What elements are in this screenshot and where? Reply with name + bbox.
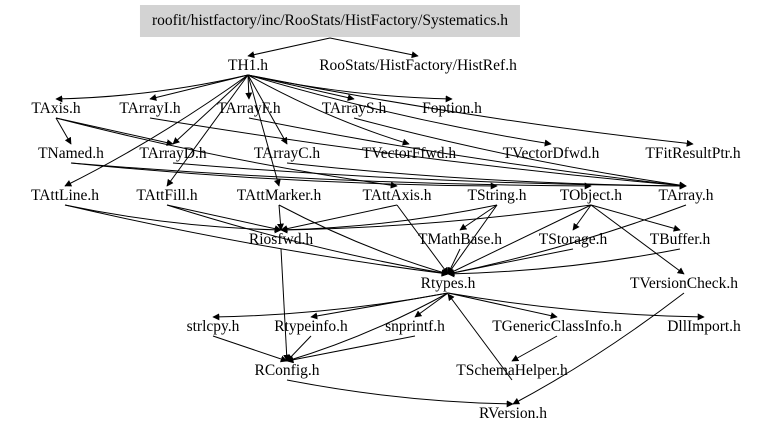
- edge-th1-to-tattline: [64, 74, 249, 187]
- node-th1[interactable]: TH1.h: [227, 57, 269, 74]
- node-rtypes[interactable]: Rtypes.h: [420, 275, 476, 292]
- edge-tarrayf-to-tarray: [248, 117, 687, 189]
- edge-tstring-to-tmathbase: [459, 204, 498, 231]
- node-tarrayi[interactable]: TArrayI.h: [119, 100, 181, 117]
- edge-tobject-to-tbuffer: [590, 204, 681, 232]
- node-tversioncheck[interactable]: TVersionCheck.h: [629, 275, 739, 292]
- edge-tnamed-to-tobject: [70, 162, 592, 190]
- node-tattmarker[interactable]: TAttMarker.h: [236, 187, 322, 204]
- node-rtypeinfo[interactable]: Rtypeinfo.h: [274, 318, 348, 335]
- node-tarrayf[interactable]: TArrayF.h: [217, 100, 281, 117]
- node-tattaxis[interactable]: TAttAxis.h: [362, 187, 432, 204]
- edge-taxis-to-tarrayd: [55, 117, 174, 147]
- edge-tobject-to-tversioncheck: [590, 204, 685, 275]
- node-rconfig[interactable]: RConfig.h: [254, 362, 320, 379]
- edge-rtypes-to-rtypeinfo: [310, 292, 449, 320]
- node-taxis[interactable]: TAxis.h: [31, 100, 81, 117]
- edge-rtypes-to-dllimport: [447, 292, 705, 321]
- edge-tattline-to-rtypes: [64, 204, 449, 277]
- edge-sys-to-histref: [329, 37, 419, 59]
- node-foption[interactable]: Foption.h: [422, 100, 482, 117]
- edge-tattmarker-to-rtypes: [278, 204, 449, 276]
- edge-tbuffer-to-rtypes: [447, 248, 681, 278]
- edge-tattmarker-to-riosfwd: [277, 204, 284, 231]
- edge-tobject-to-riosfwd: [280, 204, 592, 234]
- edge-th1-to-tattfill: [166, 74, 249, 187]
- edge-th1-to-tfitresult: [247, 74, 694, 147]
- node-tattfill[interactable]: TAttFill.h: [136, 187, 198, 204]
- edge-tarrayi-to-tarray: [149, 117, 687, 189]
- node-dllimport[interactable]: DllImport.h: [667, 318, 741, 335]
- edge-tattaxis-to-riosfwd: [280, 204, 398, 233]
- node-riosfwd[interactable]: Riosfwd.h: [248, 231, 314, 248]
- node-tattline[interactable]: TAttLine.h: [30, 187, 100, 204]
- edge-th1-to-tattmarker: [247, 74, 281, 187]
- edge-tattfill-to-riosfwd: [166, 204, 282, 233]
- node-tstorage[interactable]: TStorage.h: [538, 231, 608, 248]
- node-tobject[interactable]: TObject.h: [559, 187, 623, 204]
- edge-th1-to-tvectord: [247, 74, 552, 147]
- node-tschema[interactable]: TSchemaHelper.h: [456, 362, 568, 379]
- edge-rtypes-to-snprintf: [414, 292, 449, 318]
- node-sys[interactable]: roofit/histfactory/inc/RooStats/HistFact…: [139, 5, 521, 37]
- node-tbuffer[interactable]: TBuffer.h: [649, 231, 711, 248]
- edge-snprintf-to-rconfig: [286, 335, 416, 364]
- node-tarrays[interactable]: TArrayS.h: [321, 100, 387, 117]
- edge-th1-to-tvectorf: [247, 74, 410, 146]
- node-rversion[interactable]: RVersion.h: [478, 405, 548, 422]
- node-snprintf[interactable]: snprintf.h: [385, 318, 445, 335]
- edge-strlcpy-to-rconfig: [212, 335, 288, 363]
- edge-riosfwd-to-rconfig: [280, 248, 291, 362]
- edge-th1-to-foption: [247, 74, 453, 103]
- edge-taxis-to-tattaxis: [55, 117, 398, 189]
- edge-tversioncheck-to-rversion: [512, 292, 685, 405]
- edge-rconfig-to-rversion: [286, 379, 514, 408]
- edge-tstorage-to-rtypes: [447, 248, 574, 277]
- edge-tgeneric-to-tschema: [511, 335, 558, 362]
- edge-tattaxis-to-rtypes: [396, 204, 449, 275]
- node-tarrayc[interactable]: TArrayC.h: [253, 145, 321, 162]
- edge-tarrays-to-tarray: [353, 117, 687, 189]
- edge-th1-to-tarrayc: [247, 74, 288, 145]
- node-tmathbase[interactable]: TMathBase.h: [418, 231, 502, 248]
- edge-th1-to-tarrayi: [149, 74, 249, 101]
- edge-tobject-to-rtypes: [447, 204, 592, 275]
- node-histref[interactable]: RooStats/HistFactory/HistRef.h: [319, 57, 517, 74]
- edge-tmathbase-to-rtypes: [447, 248, 461, 275]
- node-strlcpy[interactable]: strlcpy.h: [186, 318, 240, 335]
- edge-taxis-to-tnamed: [55, 117, 72, 145]
- node-tgeneric[interactable]: TGenericClassInfo.h: [492, 318, 622, 335]
- node-tstring[interactable]: TString.h: [467, 187, 527, 204]
- edge-rtypes-to-tgeneric: [447, 292, 558, 320]
- edge-tarrayd-to-tarray: [172, 162, 687, 190]
- edge-tarrayc-to-tarray: [286, 162, 687, 190]
- edge-tattline-to-riosfwd: [64, 204, 282, 234]
- edge-tattfill-to-rtypes: [166, 204, 449, 277]
- node-tnamed[interactable]: TNamed.h: [38, 145, 104, 162]
- node-tvectorf[interactable]: TVectorFfwd.h: [361, 145, 457, 162]
- edge-rtypes-to-rconfig: [286, 292, 449, 363]
- edge-tschema-to-rtypes: [447, 293, 513, 381]
- edge-th1-to-taxis: [55, 74, 249, 103]
- node-tarrayd[interactable]: TArrayD.h: [139, 145, 207, 162]
- edge-th1-to-tarrayd: [172, 74, 249, 145]
- node-tvectord[interactable]: TVectorDfwd.h: [502, 145, 600, 162]
- edge-tnamed-to-tstring: [70, 162, 498, 190]
- edge-tobject-to-tstorage: [572, 204, 592, 231]
- edge-sys-to-th1: [247, 37, 331, 59]
- node-tarray[interactable]: TArray.h: [658, 187, 714, 204]
- node-tfitresult[interactable]: TFitResultPtr.h: [645, 145, 741, 162]
